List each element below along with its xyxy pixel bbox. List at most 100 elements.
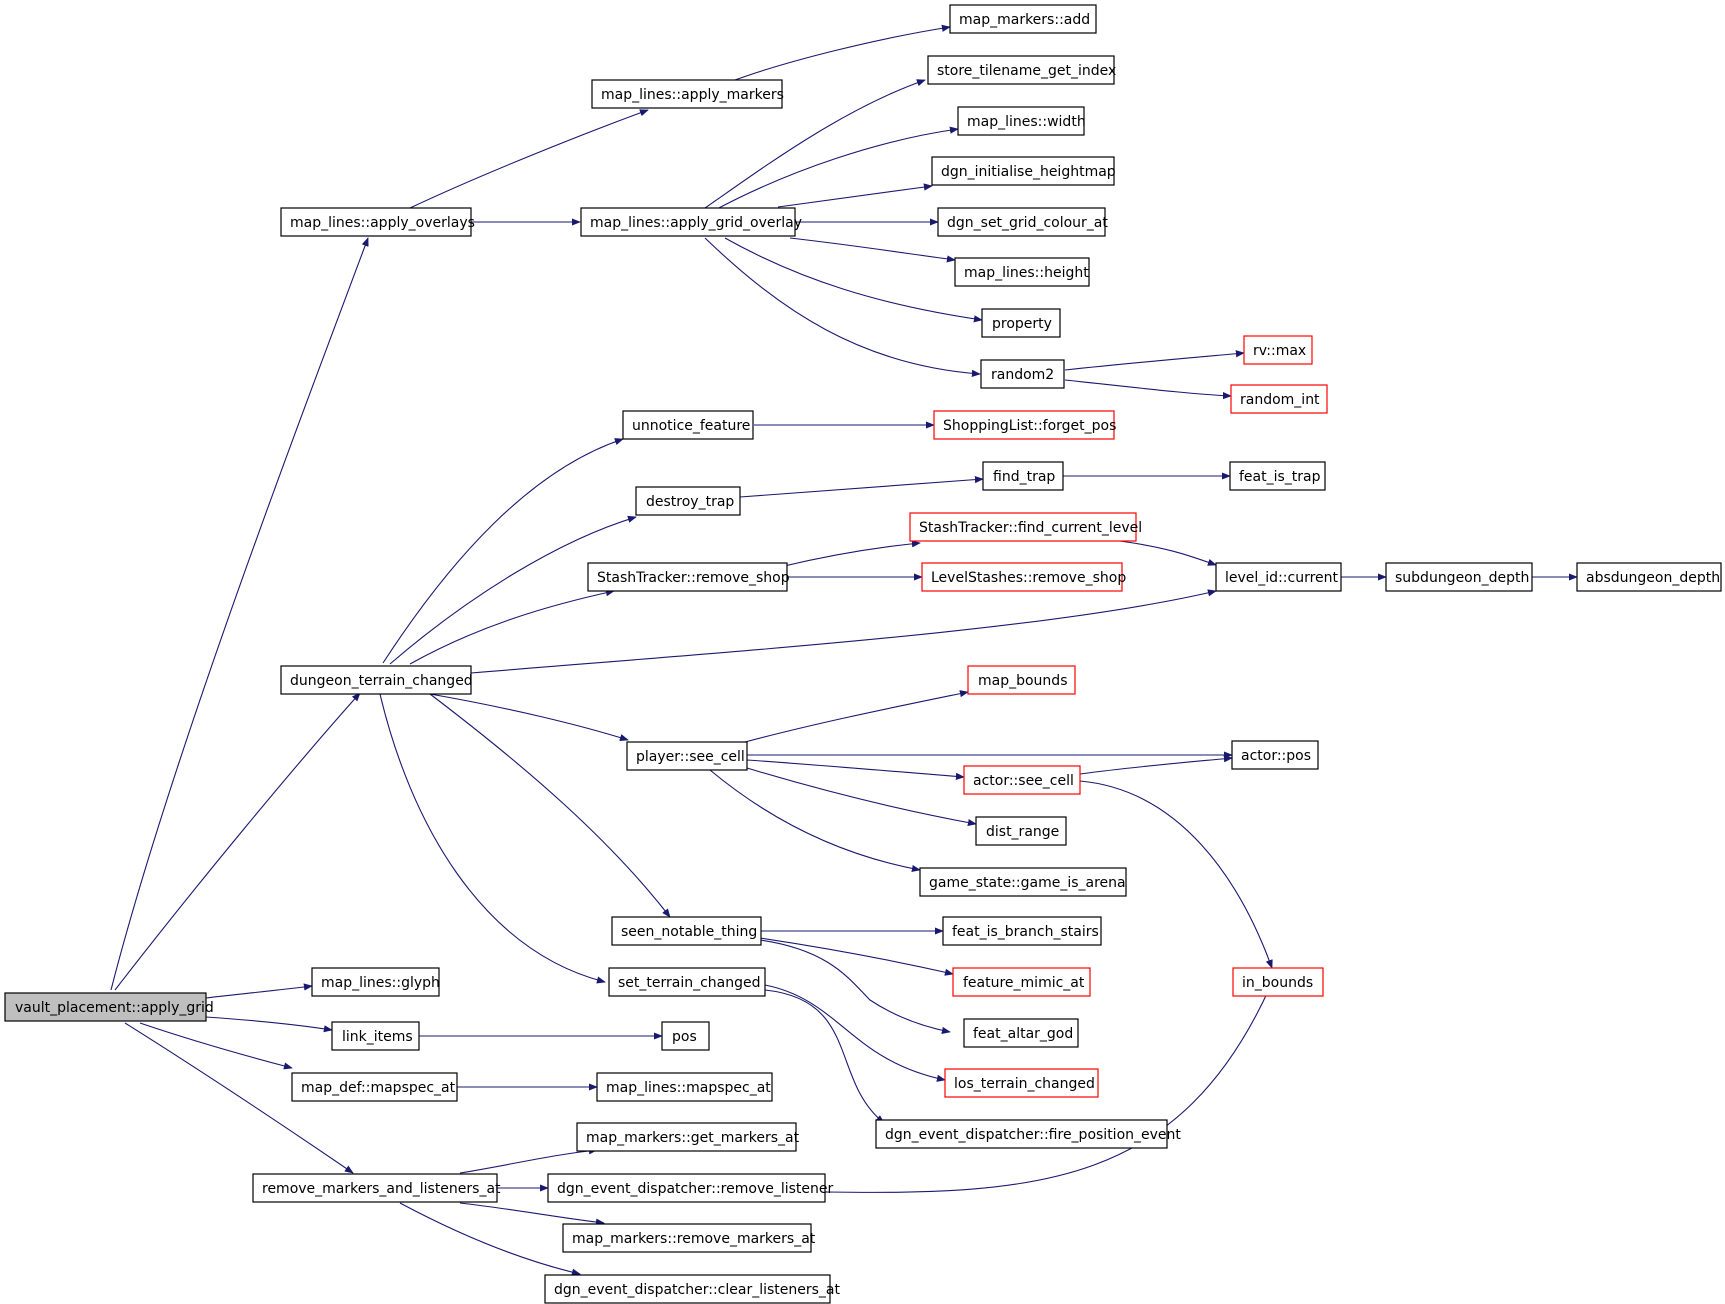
svg-text:map_def::mapspec_at: map_def::mapspec_at: [301, 1080, 456, 1096]
edge-grid-height: [789, 237, 956, 263]
node-feat-is-trap: feat_is_trap: [1229, 461, 1326, 491]
edge-root-def-mapspec: [139, 1022, 293, 1070]
node-actor-see-cell: actor::see_cell: [963, 765, 1081, 795]
svg-text:dgn_event_dispatcher::remove_l: dgn_event_dispatcher::remove_listener: [557, 1181, 833, 1197]
svg-text:rv::max: rv::max: [1253, 343, 1306, 359]
node-branch-stairs: feat_is_branch_stairs: [942, 916, 1102, 946]
svg-text:remove_markers_and_listeners_a: remove_markers_and_listeners_at: [262, 1181, 501, 1197]
node-random2: random2: [980, 359, 1065, 389]
svg-text:dgn_event_dispatcher::clear_li: dgn_event_dispatcher::clear_listeners_at: [554, 1282, 840, 1298]
svg-text:actor::see_cell: actor::see_cell: [973, 773, 1074, 789]
edge-terrain-destroy-trap: [389, 515, 637, 665]
node-dungeon-terrain-changed: dungeon_terrain_changed: [280, 665, 473, 695]
svg-text:map_lines::apply_markers: map_lines::apply_markers: [601, 87, 784, 103]
svg-text:subdungeon_depth: subdungeon_depth: [1395, 570, 1529, 586]
edge-actor-see-cell-pos: [1079, 755, 1233, 775]
svg-text:map_markers::remove_markers_at: map_markers::remove_markers_at: [572, 1231, 816, 1247]
svg-text:map_lines::width: map_lines::width: [967, 114, 1086, 130]
svg-text:find_trap: find_trap: [993, 469, 1055, 485]
edge-grid-random2: [704, 237, 981, 377]
svg-text:LevelStashes::remove_shop: LevelStashes::remove_shop: [931, 570, 1126, 586]
node-store-tilename: store_tilename_get_index: [927, 55, 1116, 85]
svg-text:map_markers::add: map_markers::add: [959, 12, 1090, 28]
node-level-current: level_id::current: [1215, 562, 1342, 592]
node-dist-range: dist_range: [975, 816, 1067, 846]
node-vault-placement-apply-grid: vault_placement::apply_grid: [4, 992, 214, 1022]
svg-text:map_lines::height: map_lines::height: [964, 265, 1089, 281]
node-forget-pos: ShoppingList::forget_pos: [933, 410, 1116, 440]
svg-text:StashTracker::remove_shop: StashTracker::remove_shop: [597, 570, 790, 586]
edge-grid-store-tilename: [704, 79, 926, 209]
svg-text:random2: random2: [991, 367, 1054, 383]
node-markers-add: map_markers::add: [949, 4, 1097, 34]
edge-find-level-current: [1119, 540, 1217, 566]
node-player-see-cell: player::see_cell: [626, 741, 748, 771]
edge-terrain-level-current: [470, 589, 1217, 674]
node-game-is-arena: game_state::game_is_arena: [919, 867, 1127, 897]
edge-st-remove-find-level: [779, 540, 921, 568]
edge-see-cell-arena: [709, 769, 921, 873]
svg-text:pos: pos: [672, 1029, 697, 1045]
svg-text:feat_is_branch_stairs: feat_is_branch_stairs: [952, 924, 1099, 940]
node-lines-width: map_lines::width: [957, 106, 1086, 136]
svg-text:link_items: link_items: [342, 1029, 413, 1045]
node-mimic-at: feature_mimic_at: [952, 967, 1091, 997]
edge-root-apply-overlays: [110, 237, 369, 991]
node-find-trap: find_trap: [982, 461, 1064, 491]
node-set-terrain-changed: set_terrain_changed: [608, 967, 766, 997]
node-remove-markers-and-listeners: remove_markers_and_listeners_at: [252, 1173, 501, 1203]
svg-text:los_terrain_changed: los_terrain_changed: [954, 1076, 1095, 1092]
node-lines-height: map_lines::height: [954, 257, 1090, 287]
svg-text:random_int: random_int: [1240, 392, 1320, 408]
node-def-mapspec: map_def::mapspec_at: [291, 1072, 458, 1102]
svg-text:player::see_cell: player::see_cell: [636, 749, 745, 765]
node-ls-remove-shop: LevelStashes::remove_shop: [921, 562, 1126, 592]
edge-overlays-apply-markers: [409, 109, 649, 209]
edge-remove-listener-in-bounds: [824, 986, 1271, 1193]
node-link-items: link_items: [331, 1021, 420, 1051]
edge-see-cell-dist-range: [746, 767, 977, 827]
edge-see-cell-actor-see-cell: [746, 759, 965, 780]
edge-terrain-player-see-cell: [429, 693, 629, 742]
svg-text:level_id::current: level_id::current: [1225, 570, 1339, 586]
node-apply-grid-overlay: map_lines::apply_grid_overlay: [580, 207, 802, 237]
svg-text:unnotice_feature: unnotice_feature: [632, 418, 750, 434]
svg-text:absdungeon_depth: absdungeon_depth: [1586, 570, 1720, 586]
edge-actor-see-cell-in-bounds: [1079, 780, 1273, 969]
edge-set-terrain-los: [764, 984, 946, 1082]
node-find-current-level: StashTracker::find_current_level: [909, 512, 1142, 542]
node-lines-glyph: map_lines::glyph: [311, 967, 440, 997]
svg-text:dgn_initialise_heightmap: dgn_initialise_heightmap: [941, 164, 1116, 180]
svg-text:map_lines::mapspec_at: map_lines::mapspec_at: [606, 1080, 771, 1096]
node-apply-markers: map_lines::apply_markers: [591, 79, 784, 109]
svg-text:set_terrain_changed: set_terrain_changed: [618, 975, 761, 991]
svg-text:feat_altar_god: feat_altar_god: [973, 1026, 1073, 1042]
svg-text:map_lines::glyph: map_lines::glyph: [321, 975, 440, 991]
svg-text:vault_placement::apply_grid: vault_placement::apply_grid: [15, 1000, 214, 1016]
node-altar-god: feat_altar_god: [963, 1018, 1079, 1048]
edge-terrain-unnotice: [382, 438, 624, 664]
svg-text:dgn_set_grid_colour_at: dgn_set_grid_colour_at: [947, 215, 1108, 231]
edge-root-link-items: [205, 1016, 333, 1033]
svg-text:in_bounds: in_bounds: [1242, 975, 1313, 991]
node-pos: pos: [661, 1021, 710, 1051]
svg-text:dgn_event_dispatcher::fire_pos: dgn_event_dispatcher::fire_position_even…: [885, 1127, 1181, 1143]
node-map-bounds: map_bounds: [967, 665, 1076, 695]
edge-see-cell-map-bounds: [744, 690, 969, 743]
node-lines-mapspec: map_lines::mapspec_at: [596, 1072, 773, 1102]
edge-root-terrain-changed: [114, 692, 361, 991]
edge-destroy-trap-find-trap: [739, 475, 984, 498]
node-in-bounds: in_bounds: [1232, 967, 1324, 997]
edge-grid-heightmap: [777, 183, 933, 208]
edge-notable-altar: [759, 939, 951, 1034]
node-apply-overlays: map_lines::apply_overlays: [280, 207, 475, 237]
node-rv-max: rv::max: [1243, 335, 1313, 365]
svg-text:actor::pos: actor::pos: [1241, 748, 1311, 764]
svg-text:StashTracker::find_current_lev: StashTracker::find_current_level: [919, 520, 1142, 536]
node-random-int: random_int: [1230, 384, 1328, 414]
node-actor-pos: actor::pos: [1231, 740, 1319, 770]
edge-root-glyph: [205, 983, 313, 999]
svg-text:dist_range: dist_range: [986, 824, 1059, 840]
svg-text:map_bounds: map_bounds: [978, 673, 1067, 689]
node-destroy-trap: destroy_trap: [635, 486, 741, 516]
